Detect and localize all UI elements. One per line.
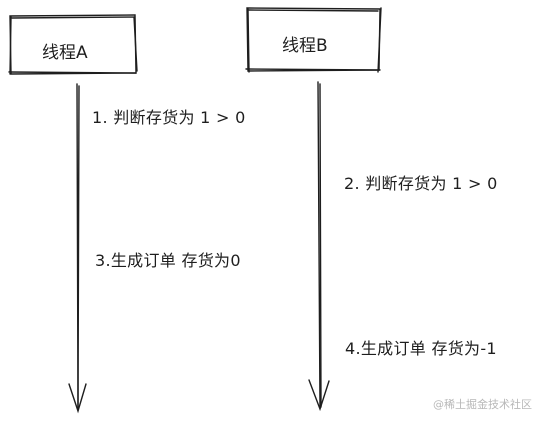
thread-a-box xyxy=(8,14,138,75)
thread-b-box xyxy=(245,7,382,73)
thread-b-label: 线程B xyxy=(282,36,328,56)
step-1-label: 1. 判断存货为 1 > 0 xyxy=(92,108,246,127)
watermark: @稀土掘金技术社区 xyxy=(433,398,532,411)
thread-a-timeline-arrow xyxy=(68,83,87,414)
thread-b-timeline-arrow xyxy=(308,81,330,412)
thread-a-label: 线程A xyxy=(42,43,88,63)
step-3-label: 3.生成订单 存货为0 xyxy=(95,251,241,270)
step-2-label: 2. 判断存货为 1 > 0 xyxy=(344,174,498,193)
step-4-label: 4.生成订单 存货为-1 xyxy=(345,339,497,358)
